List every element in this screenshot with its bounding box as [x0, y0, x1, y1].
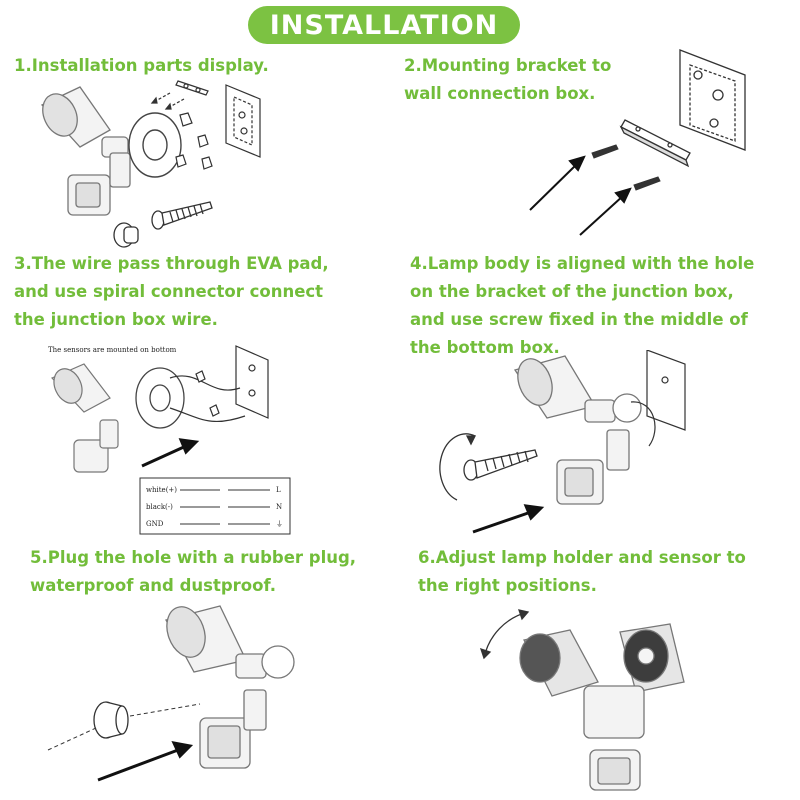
sensor-icon — [73, 419, 119, 473]
step-3-text: 3.The wire pass through EVA pad, and use… — [14, 254, 329, 329]
sensor-icon — [67, 152, 131, 216]
eva-pad-icon — [135, 367, 185, 429]
sensor-icon — [199, 689, 267, 769]
sensor-mount-note: The sensors are mounted on bottom — [48, 346, 177, 354]
insert-arrow-icon — [529, 155, 632, 236]
svg-text:black(-): black(-) — [146, 503, 173, 511]
adjust-lamp-illustration — [479, 609, 685, 791]
wire-connector-icon — [175, 112, 213, 170]
bracket-icon — [150, 80, 209, 110]
wiring-illustration: The sensors are mounted on bottom white(… — [48, 345, 291, 535]
rubber-plug-illustration — [47, 605, 295, 782]
screw-icon — [151, 201, 213, 230]
rotate-arrow-icon — [479, 609, 530, 660]
step-2-text: 2.Mounting bracket to wall connection bo… — [404, 56, 612, 103]
mounting-bracket-icon — [619, 119, 691, 168]
wiring-row-white: white(+) L — [146, 486, 281, 494]
insert-arrow-icon — [97, 740, 194, 782]
screw-icon — [463, 449, 538, 481]
rubber-plug-icon — [113, 222, 139, 248]
svg-text:N: N — [276, 503, 282, 511]
junction-box-icon — [630, 350, 686, 447]
svg-text:L: L — [276, 486, 281, 494]
screw-fixing-illustration — [439, 350, 686, 534]
installation-banner: INSTALLATION — [248, 6, 520, 44]
lamp-head-icon — [40, 86, 129, 158]
step-5-text: 5.Plug the hole with a rubber plug, wate… — [30, 548, 357, 595]
guide-line — [47, 727, 97, 751]
junction-box-icon — [679, 49, 746, 151]
insert-arrow-icon — [141, 438, 200, 468]
bracket-mounting-illustration — [529, 49, 746, 236]
wiring-legend — [139, 477, 291, 535]
wiring-row-ground: GND ⏚ — [146, 520, 283, 528]
screw-icon — [591, 144, 661, 191]
parts-display-illustration — [40, 80, 261, 248]
svg-text:⏚: ⏚ — [276, 520, 283, 528]
svg-text:white(+): white(+) — [146, 486, 177, 494]
lamp-head-right-icon — [619, 623, 685, 693]
guide-line — [129, 703, 201, 717]
junction-box-icon — [225, 84, 261, 158]
sensor-icon — [583, 685, 645, 791]
eva-pad-icon — [128, 112, 182, 178]
sensor-icon — [556, 393, 642, 505]
rotate-arrow-icon — [439, 433, 477, 501]
wire-icon — [169, 370, 246, 423]
insert-arrow-icon — [472, 504, 545, 534]
lamp-head-icon — [519, 629, 599, 697]
lamp-head-icon — [513, 355, 616, 423]
svg-text:GND: GND — [146, 520, 164, 528]
step-6-text: 6.Adjust lamp holder and sensor to the r… — [418, 548, 746, 595]
lamp-head-icon — [50, 363, 111, 413]
wiring-row-black: black(-) N — [146, 503, 282, 511]
step-1-text: 1.Installation parts display. — [14, 56, 269, 75]
junction-box-icon — [235, 345, 269, 419]
lamp-head-icon — [165, 605, 295, 679]
rubber-plug-icon — [93, 701, 129, 739]
step-4-text: 4.Lamp body is aligned with the hole on … — [410, 254, 755, 357]
page-title: INSTALLATION — [269, 9, 499, 41]
